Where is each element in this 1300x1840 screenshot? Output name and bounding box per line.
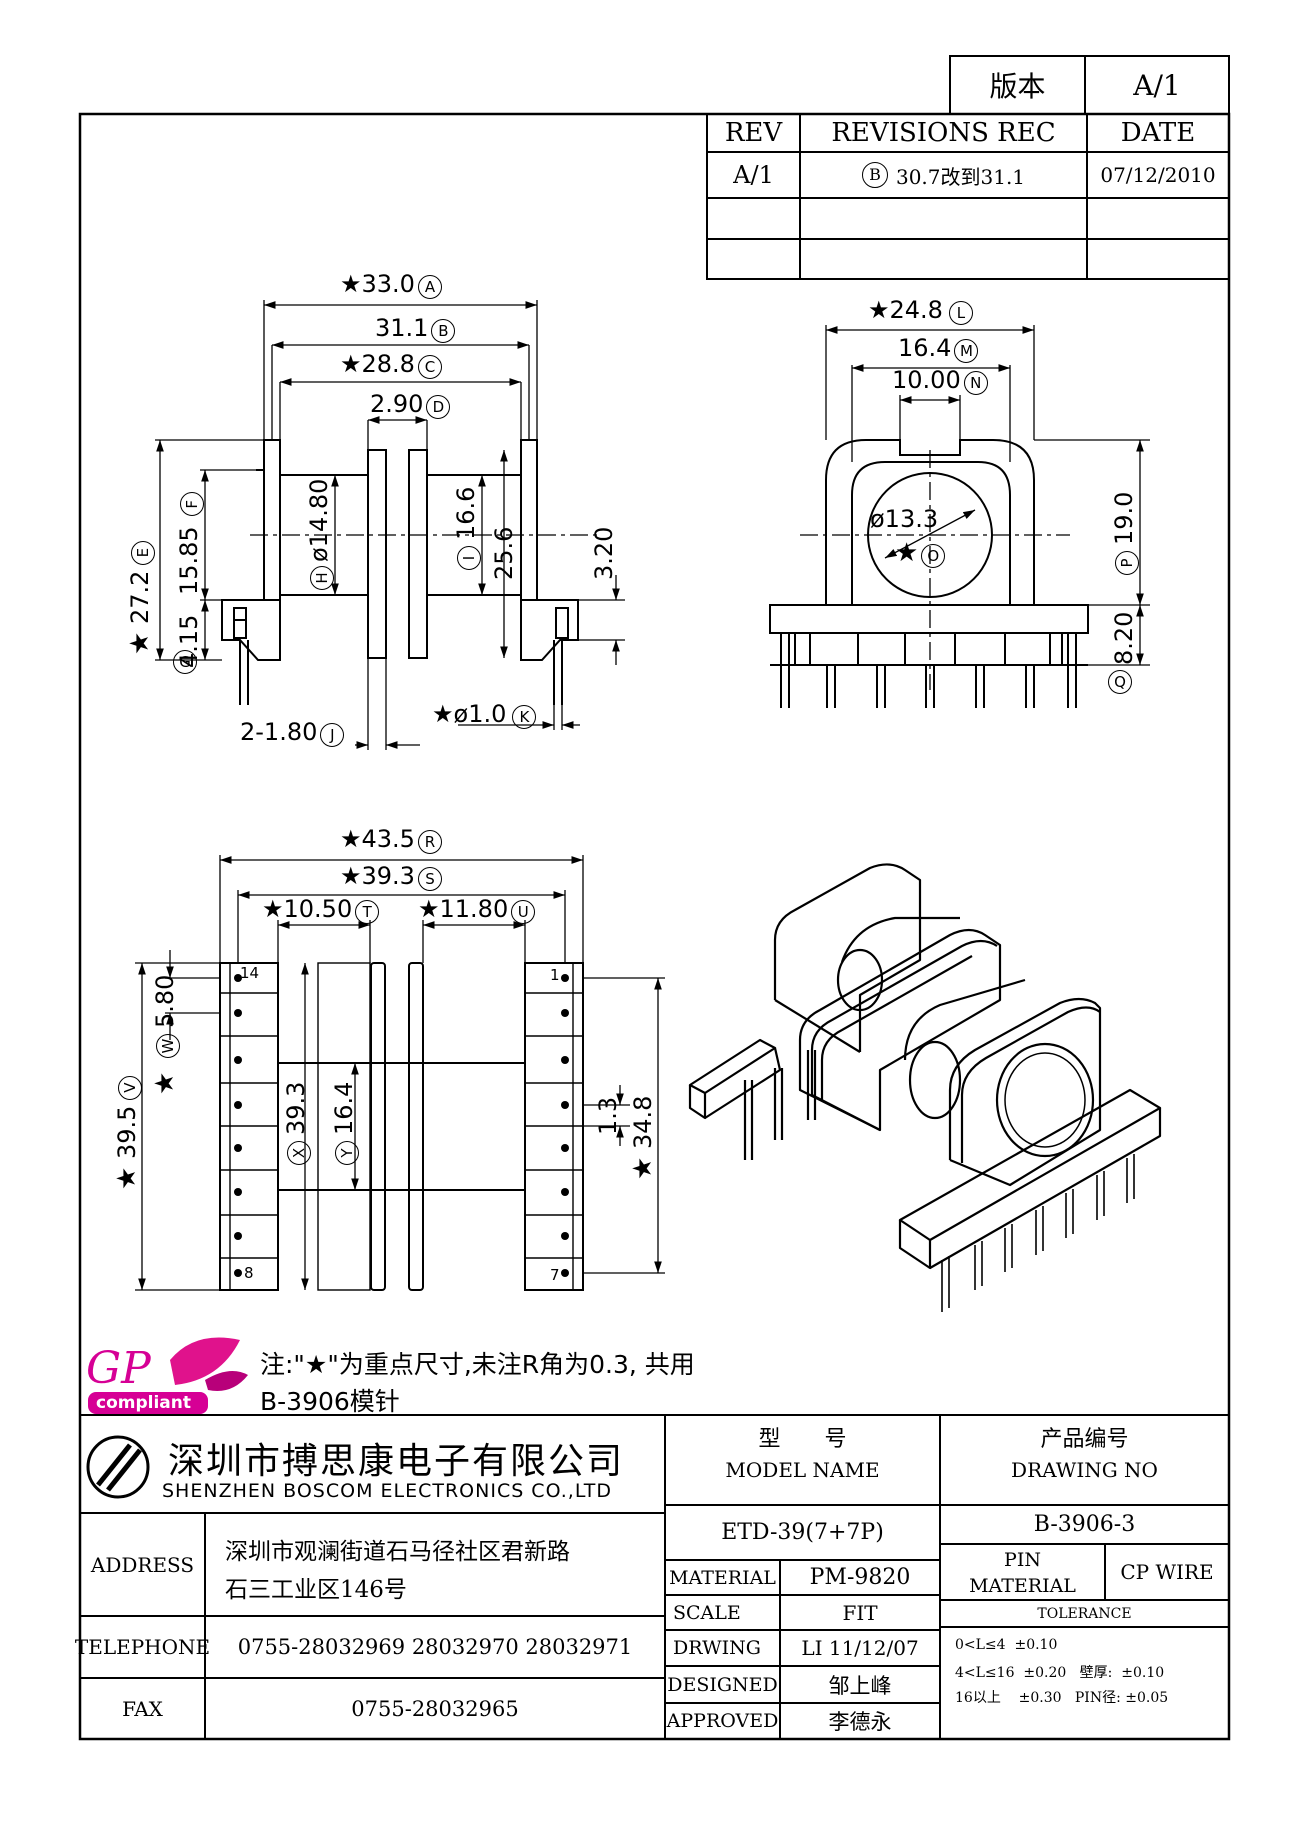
dim-x: X39.3 bbox=[282, 1055, 311, 1165]
company-name-cn: 深圳市搏思康电子有限公司 bbox=[168, 1441, 625, 1482]
pin-material-label-1: PIN bbox=[1004, 1549, 1041, 1571]
material-value: PM-9820 bbox=[809, 1565, 911, 1590]
end-view-dimensions bbox=[825, 325, 1150, 666]
version-label: 版本 bbox=[989, 70, 1046, 103]
gp-compliant-logo bbox=[88, 1337, 248, 1414]
gp-logo-text: GP bbox=[86, 1343, 151, 1394]
rev-note-text: 30.7改到31.1 bbox=[895, 164, 1026, 189]
pin-label-7: 7 bbox=[550, 1266, 560, 1284]
dim-v: ★ 39.5V bbox=[112, 990, 142, 1190]
tolerance-row-1: 0<L≤4 ±0.10 bbox=[955, 1637, 1058, 1653]
company-name-en: SHENZHEN BOSCOM ELECTRONICS CO.,LTD bbox=[162, 1480, 613, 1502]
bottom-view-dimensions bbox=[135, 855, 665, 1291]
rev-row-date: 07/12/2010 bbox=[1100, 163, 1216, 187]
approved-label: APPROVED bbox=[666, 1710, 779, 1732]
bottom-view-pin-cells bbox=[220, 963, 583, 1290]
tolerance-row-3: 16以上 ±0.30 PIN径: ±0.05 bbox=[955, 1690, 1169, 1706]
tolerance-row-2: 4<L≤16 ±0.20 壁厚: ±0.10 bbox=[955, 1665, 1165, 1681]
pin-label-1: 1 bbox=[550, 966, 560, 984]
scale-label: SCALE bbox=[673, 1601, 741, 1624]
dim-i: I16.6 bbox=[452, 460, 481, 570]
end-view-pins bbox=[780, 633, 1077, 708]
dim-25-6: 25.6 bbox=[490, 526, 518, 580]
dim-o: ★O bbox=[895, 538, 946, 568]
drawing-frame bbox=[78, 112, 1231, 1741]
rev-marker: B bbox=[861, 162, 888, 188]
dim-q-tag: Q bbox=[1108, 670, 1132, 694]
drawing-no-value: B-3906-3 bbox=[1033, 1512, 1136, 1537]
address-line-1: 深圳市观澜街道石马径社区君新路 bbox=[225, 1539, 570, 1565]
rev-row-note: B 30.7改到31.1 bbox=[800, 152, 1087, 198]
dim-3-20: 3.20 bbox=[590, 526, 618, 580]
address-label: ADDRESS bbox=[90, 1552, 195, 1577]
telephone-value: 0755-28032969 28032970 28032971 bbox=[237, 1635, 633, 1659]
dim-34-8: ★ 34.8 bbox=[628, 1095, 658, 1180]
bottom-view bbox=[219, 962, 584, 1291]
fax-value: 0755-28032965 bbox=[351, 1696, 519, 1721]
dim-f: 15.85F bbox=[175, 415, 204, 595]
fax-label: FAX bbox=[122, 1696, 163, 1721]
dim-y: Y16.4 bbox=[330, 1055, 359, 1165]
date-header: DATE bbox=[1120, 118, 1196, 148]
isometric-view bbox=[688, 863, 1162, 1312]
compliant-logo-text: compliant bbox=[96, 1393, 191, 1413]
dim-p: P19.0 bbox=[1110, 445, 1139, 575]
pin-material-value: CP WIRE bbox=[1120, 1560, 1214, 1584]
approved-value: 李德永 bbox=[828, 1710, 892, 1734]
version-value: A/1 bbox=[1133, 68, 1181, 102]
drawing-no-cn: 产品编号 bbox=[1040, 1427, 1129, 1452]
note-line-1: 注:"★"为重点尺寸,未注R角为0.3, 共用 bbox=[260, 1350, 695, 1379]
pin-material-label-2: MATERIAL bbox=[969, 1575, 1076, 1597]
pin-label-8: 8 bbox=[244, 1264, 254, 1282]
designed-label: DESIGNED bbox=[667, 1673, 778, 1696]
dim-h: Hø14.80 bbox=[305, 460, 334, 590]
tolerance-label: TOLERANCE bbox=[1037, 1605, 1132, 1622]
side-view bbox=[221, 439, 600, 705]
pin-label-14: 14 bbox=[240, 964, 260, 982]
dim-w: ★ W5.80 bbox=[150, 974, 180, 1095]
revisions-rec-header: REVISIONS REC bbox=[831, 118, 1056, 148]
drawing-label: DRWING bbox=[673, 1637, 761, 1659]
dim-1-3: 1.3 bbox=[594, 1096, 622, 1135]
dim-dia-13-3: ø13.3 bbox=[870, 505, 939, 533]
telephone-label: TELEPHONE bbox=[74, 1635, 211, 1659]
dim-g-tag: G bbox=[173, 650, 197, 674]
model-name-cn: 型 号 bbox=[758, 1427, 847, 1452]
drawing-no-en: DRAWING NO bbox=[1011, 1458, 1158, 1482]
scale-value: FIT bbox=[842, 1600, 878, 1625]
revision-grid bbox=[706, 55, 1230, 280]
model-name-en: MODEL NAME bbox=[725, 1458, 880, 1482]
rev-row-rev: A/1 bbox=[733, 161, 774, 189]
dim-8-20: 8.20 bbox=[1110, 611, 1138, 665]
rev-header: REV bbox=[724, 118, 783, 148]
bottom-view-pin-holes bbox=[234, 974, 569, 1277]
note-line-2: B-3906模针 bbox=[260, 1387, 400, 1416]
designed-value: 邹上峰 bbox=[828, 1673, 892, 1698]
address-line-2: 石三工业区146号 bbox=[225, 1577, 407, 1603]
model-value: ETD-39(7+7P) bbox=[721, 1520, 884, 1545]
dim-e: ★ 27.2E bbox=[125, 415, 155, 655]
material-label: MATERIAL bbox=[669, 1566, 776, 1589]
company-logo-mark bbox=[86, 1435, 150, 1499]
side-view-dimensions bbox=[155, 300, 625, 750]
title-block-grid bbox=[80, 1414, 1229, 1739]
drawing-value: LI 11/12/07 bbox=[801, 1636, 919, 1660]
end-view bbox=[769, 439, 1089, 708]
